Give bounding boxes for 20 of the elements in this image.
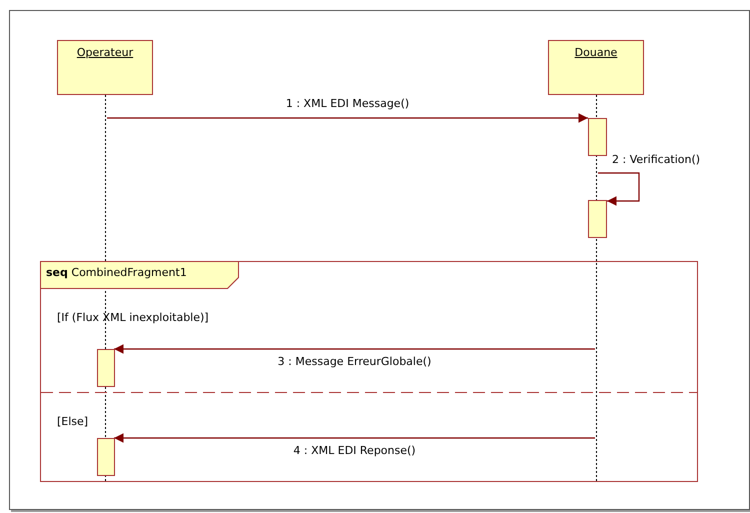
message-arrow — [598, 172, 640, 206]
guard-condition: [If (Flux XML inexploitable)] — [57, 311, 209, 325]
guard-condition: [Else] — [57, 415, 88, 429]
message-arrow — [114, 344, 595, 354]
activation-bar — [97, 349, 115, 387]
object-name: Douane — [574, 46, 618, 59]
message-arrow — [114, 433, 595, 443]
activation-bar — [588, 200, 607, 238]
message-arrow — [107, 113, 588, 123]
fragment-label: seq CombinedFragment1 — [46, 266, 187, 279]
edge-label: 1 : XML EDI Message() — [286, 97, 410, 111]
edge-label: 2 : Verification() — [612, 153, 700, 167]
object-box — [548, 40, 644, 95]
activation-bar — [588, 118, 607, 156]
activation-bar — [97, 438, 115, 476]
object-name: Operateur — [76, 46, 134, 59]
combined-fragment — [40, 261, 698, 482]
object-box — [57, 40, 153, 95]
edge-label: 3 : Message ErreurGlobale() — [278, 355, 432, 369]
edge-label: 4 : XML EDI Reponse() — [293, 444, 416, 458]
